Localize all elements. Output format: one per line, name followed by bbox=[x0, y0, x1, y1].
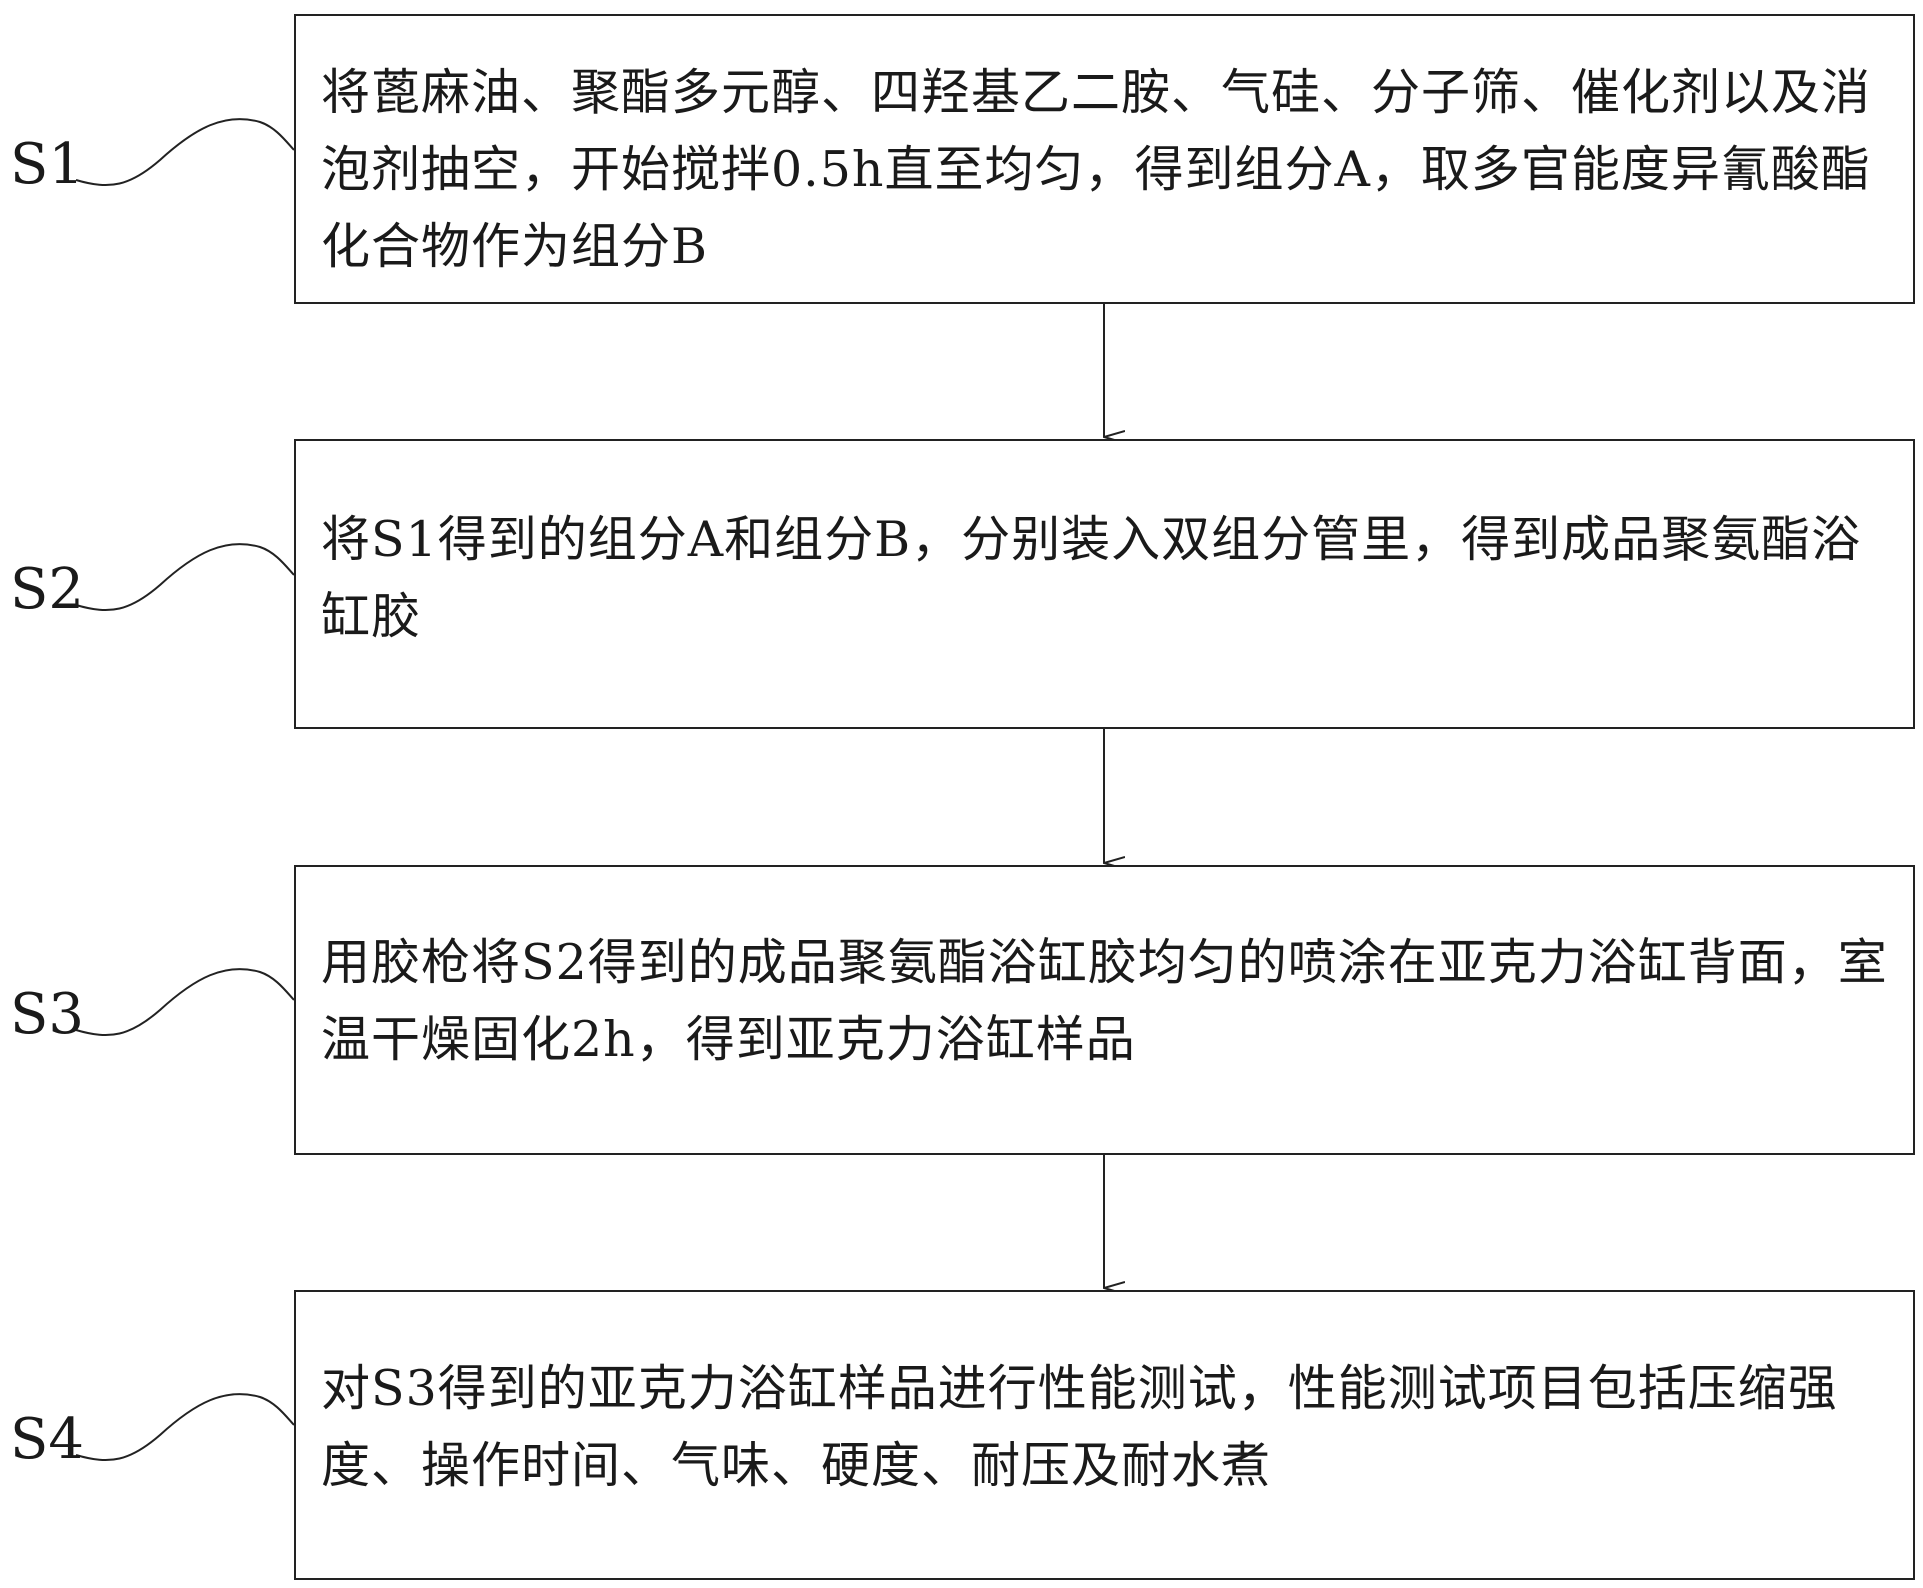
step-box-s3: 用胶枪将S2得到的成品聚氨酯浴缸胶均匀的喷涂在亚克力浴缸背面，室温干燥固化2h，… bbox=[294, 865, 1915, 1155]
step-label-s4: S4 bbox=[10, 1407, 84, 1472]
step-label-s2: S2 bbox=[10, 557, 84, 622]
step-text-s4: 对S3得到的亚克力浴缸样品进行性能测试，性能测试项目包括压缩强度、操作时间、气味… bbox=[321, 1360, 1838, 1494]
step-label-s1: S1 bbox=[10, 132, 84, 197]
step-text-s1: 将蓖麻油、聚酯多元醇、四羟基乙二胺、气硅、分子筛、催化剂以及消泡剂抽空，开始搅拌… bbox=[321, 64, 1872, 275]
step-box-s4: 对S3得到的亚克力浴缸样品进行性能测试，性能测试项目包括压缩强度、操作时间、气味… bbox=[294, 1290, 1915, 1580]
leader-line-s2 bbox=[75, 543, 295, 612]
leader-line-s3 bbox=[75, 968, 295, 1037]
step-text-s2: 将S1得到的组分A和组分B，分别装入双组分管里，得到成品聚氨酯浴缸胶 bbox=[321, 511, 1862, 645]
step-label-s3: S3 bbox=[10, 982, 84, 1047]
leader-line-s1 bbox=[75, 118, 295, 187]
step-text-s3: 用胶枪将S2得到的成品聚氨酯浴缸胶均匀的喷涂在亚克力浴缸背面，室温干燥固化2h，… bbox=[321, 934, 1888, 1068]
step-box-s1: 将蓖麻油、聚酯多元醇、四羟基乙二胺、气硅、分子筛、催化剂以及消泡剂抽空，开始搅拌… bbox=[294, 14, 1915, 304]
leader-line-s4 bbox=[75, 1393, 295, 1462]
step-box-s2: 将S1得到的组分A和组分B，分别装入双组分管里，得到成品聚氨酯浴缸胶 bbox=[294, 439, 1915, 729]
